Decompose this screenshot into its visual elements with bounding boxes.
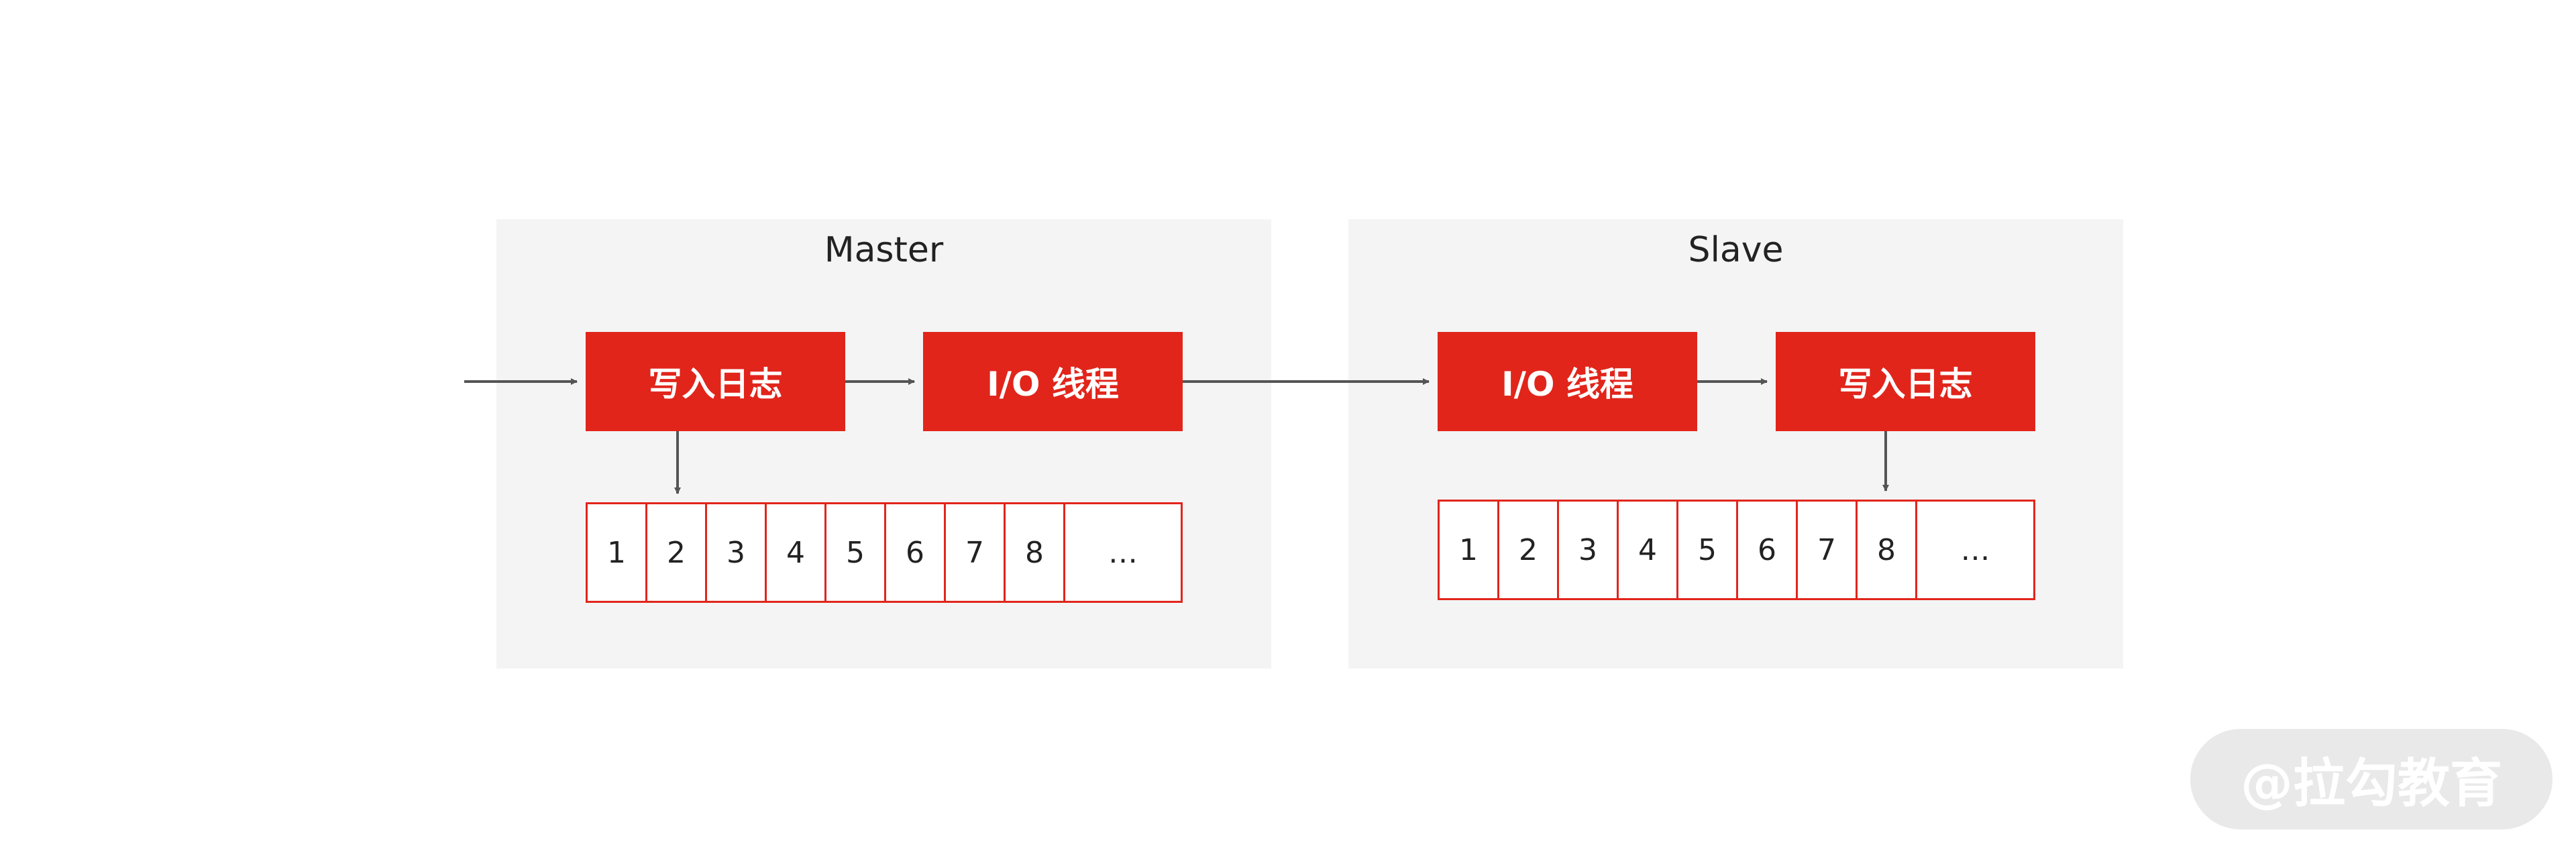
queue-cell: 3 [1559,502,1619,598]
queue-cell: 7 [1798,502,1858,598]
queue-cell: 5 [826,504,886,601]
queue-cell: 7 [946,504,1006,601]
master-write-log-box: 写入日志 [586,332,845,431]
master-log-queue: 1 2 3 4 5 6 7 8 … [586,502,1183,603]
queue-cell: 1 [1440,502,1499,598]
queue-cell: 3 [707,504,767,601]
master-title: Master [824,230,944,270]
queue-cell: 5 [1678,502,1738,598]
slave-write-log-box: 写入日志 [1776,332,2035,431]
queue-cell: 4 [767,504,826,601]
queue-cell: … [1960,532,1990,567]
queue-cell: 4 [1619,502,1678,598]
queue-cell: 1 [588,504,647,601]
queue-cell: 8 [1858,502,1917,598]
master-io-thread-box: I/O 线程 [923,332,1183,431]
queue-cell: 2 [647,504,707,601]
watermark-logo: @拉勾教育 [2190,729,2553,829]
slave-io-thread-box: I/O 线程 [1438,332,1697,431]
queue-cell: 2 [1499,502,1559,598]
slave-title: Slave [1688,230,1784,270]
slave-log-queue: 1 2 3 4 5 6 7 8 … [1438,500,2035,600]
queue-cell: 8 [1006,504,1065,601]
queue-cell: … [1108,535,1138,570]
queue-cell: 6 [1738,502,1798,598]
queue-cell: 6 [886,504,946,601]
